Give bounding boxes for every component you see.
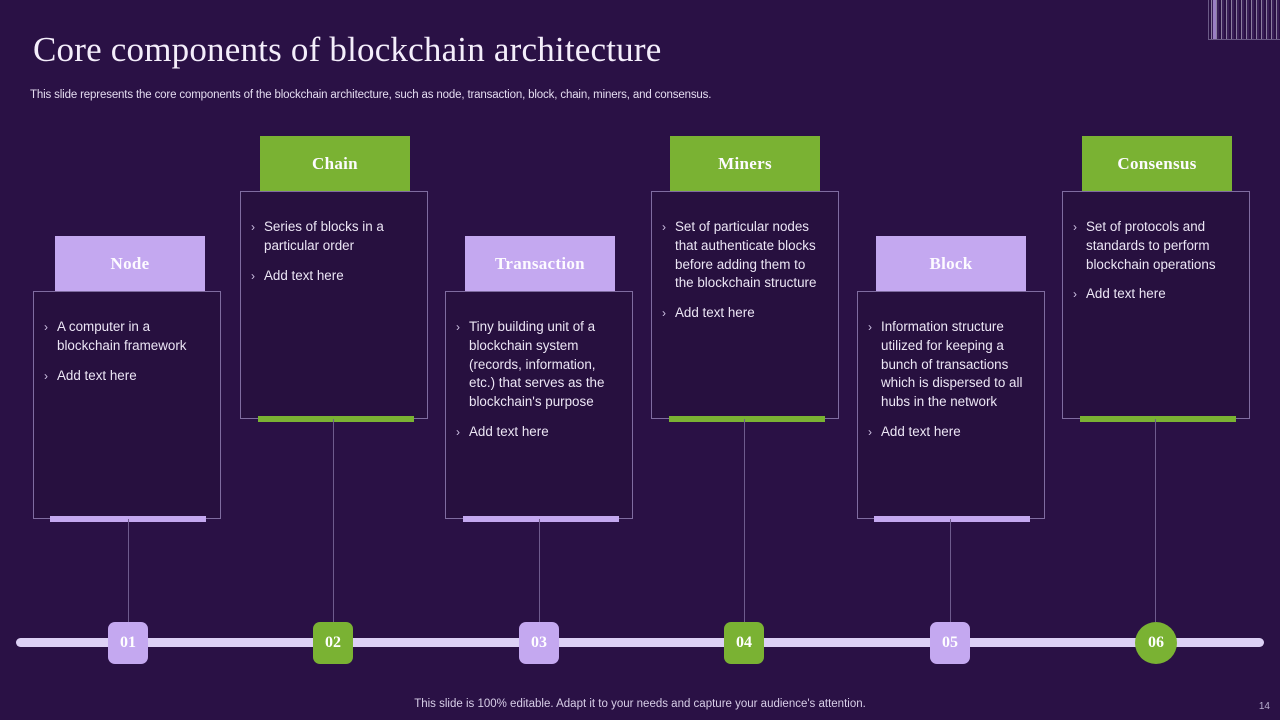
stripe-pattern: [1209, 0, 1280, 39]
chevron-right-icon: ›: [1073, 220, 1077, 234]
list-item: › Add text here: [868, 423, 1030, 442]
chevron-right-icon: ›: [251, 268, 255, 283]
bullet-list: › Set of protocols and standards to perfo…: [1073, 218, 1235, 304]
timeline-badge-06[interactable]: 06: [1135, 622, 1177, 664]
card-accent-bar: [874, 516, 1030, 522]
chevron-right-icon: ›: [662, 220, 666, 234]
card-title-transaction: Transaction: [465, 236, 615, 292]
footer-note: This slide is 100% editable. Adapt it to…: [414, 698, 866, 710]
card-body-chain: ›Series of blocks in a particular order›…: [240, 191, 428, 419]
card-accent-bar: [669, 416, 825, 422]
bullet-list: ›Series of blocks in a particular order›…: [251, 218, 413, 285]
chevron-right-icon: ›: [456, 424, 460, 439]
card-accent-bar: [1080, 416, 1236, 422]
bullet-text: Information structure utilized for keepi…: [881, 319, 1023, 410]
list-item: › Add text here: [456, 423, 618, 442]
chevron-right-icon: ›: [1073, 287, 1077, 302]
card-title-miners: Miners: [670, 136, 820, 192]
card-accent-bar: [463, 516, 619, 522]
bullet-text: Series of blocks in a particular order: [264, 219, 384, 253]
timeline-badge-03[interactable]: 03: [519, 622, 559, 664]
connector-line: [950, 519, 951, 622]
accent-band: [1213, 0, 1216, 39]
card-body-block: › Information structure utilized for keep…: [857, 291, 1045, 519]
chevron-right-icon: ›: [456, 320, 460, 334]
timeline-badge-05[interactable]: 05: [930, 622, 970, 664]
list-item: › Information structure utilized for keep…: [868, 318, 1030, 412]
connector-line: [744, 419, 745, 622]
bullet-list: › Set of particular nodes that authentica…: [662, 218, 824, 323]
connector-line: [333, 419, 334, 622]
list-item: › Tiny building unit of a blockchain syst…: [456, 318, 618, 412]
list-item: › Add text here: [1073, 285, 1235, 304]
timeline-badge-02[interactable]: 02: [313, 622, 353, 664]
list-item: › Series of blocks in a particular order: [251, 218, 413, 256]
card-title-chain: Chain: [260, 136, 410, 192]
card-title-consensus: Consensus: [1082, 136, 1232, 192]
connector-line: [539, 519, 540, 622]
bullet-text: A computer in a blockchain framework: [57, 319, 187, 353]
bullet-text: Set of particular nodes that authenticat…: [675, 219, 817, 291]
card-title-node: Node: [55, 236, 205, 292]
list-item: › Add text here: [44, 367, 206, 386]
list-item: › Set of protocols and standards to perfo…: [1073, 218, 1235, 274]
list-item: › Set of particular nodes that authentica…: [662, 218, 824, 293]
bullet-text: Add text here: [57, 367, 137, 383]
card-title-block: Block: [876, 236, 1026, 292]
bullet-list: › Tiny building unit of a blockchain syst…: [456, 318, 618, 442]
bullet-text: Add text here: [675, 305, 755, 321]
chevron-right-icon: ›: [868, 424, 872, 439]
chevron-right-icon: ›: [251, 220, 255, 234]
list-item: › Add text here: [662, 304, 824, 323]
bullet-text: Add text here: [469, 423, 549, 439]
card-body-consensus: › Set of protocols and standards to perfo…: [1062, 191, 1250, 419]
chevron-right-icon: ›: [44, 368, 48, 383]
timeline-bar: [16, 638, 1264, 647]
card-body-node: › A computer in a blockchain framework › Ad…: [33, 291, 221, 519]
page-title: Core components of blockchain architectu…: [33, 30, 662, 69]
card-body-transaction: › Tiny building unit of a blockchain syst…: [445, 291, 633, 519]
card-accent-bar: [258, 416, 414, 422]
corner-stripes-decoration: [1208, 0, 1280, 40]
timeline-badge-04[interactable]: 04: [724, 622, 764, 664]
connector-line: [128, 519, 129, 622]
connector-line: [1155, 419, 1156, 622]
bullet-text: Tiny building unit of a blockchain syste…: [469, 319, 605, 410]
chevron-right-icon: ›: [868, 320, 872, 334]
bullet-text: Add text here: [264, 267, 344, 283]
list-item: › Add text here: [251, 267, 413, 286]
bullet-text: Add text here: [1086, 286, 1166, 302]
bullet-text: Add text here: [881, 423, 961, 439]
bullet-text: Set of protocols and standards to perfor…: [1086, 219, 1216, 272]
page-number: 14: [1258, 701, 1270, 712]
card-body-miners: › Set of particular nodes that authentica…: [651, 191, 839, 419]
timeline-badge-01[interactable]: 01: [108, 622, 148, 664]
bullet-list: › A computer in a blockchain framework › Ad…: [44, 318, 206, 385]
list-item: › A computer in a blockchain framework: [44, 318, 206, 356]
chevron-right-icon: ›: [44, 320, 48, 334]
chevron-right-icon: ›: [662, 306, 666, 321]
page-subtitle: This slide represents the core component…: [30, 89, 712, 101]
bullet-list: › Information structure utilized for keep…: [868, 318, 1030, 442]
